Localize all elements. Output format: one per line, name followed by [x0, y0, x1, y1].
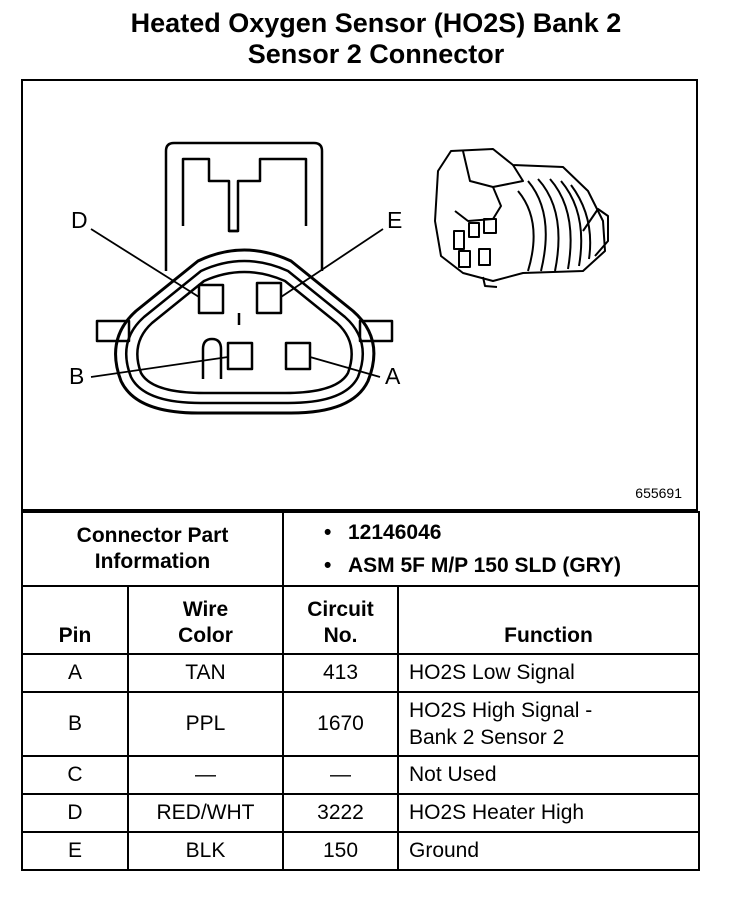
circuit-cell: 1670: [282, 691, 399, 757]
pin-cell: B: [21, 691, 129, 757]
diagram-title: Heated Oxygen Sensor (HO2S) Bank 2 Senso…: [0, 8, 752, 70]
connector-pinout-table: Connector Part Information • 12146046 • AS…: [21, 511, 700, 871]
column-header-row: Pin Wire Color Circuit No. Function: [21, 585, 700, 655]
function-cell: Ground: [397, 831, 700, 871]
table-row: A TAN 413 HO2S Low Signal: [21, 653, 700, 693]
header-circuit-line-2: No.: [323, 624, 358, 647]
pin-label-b: B: [69, 363, 85, 389]
part-info-label-line-1: Connector Part: [76, 524, 229, 547]
function-cell: Not Used: [397, 755, 700, 795]
function-cell: HO2S Low Signal: [397, 653, 700, 693]
pin-cavity-a: [284, 341, 312, 371]
latch-housing: [164, 141, 324, 271]
function-cell: HO2S Heater High: [397, 793, 700, 833]
part-number-item: • 12146046: [324, 516, 698, 549]
pin-label-d: D: [71, 207, 88, 233]
wire-color-cell: TAN: [127, 653, 284, 693]
part-numbers: • 12146046 • ASM 5F M/P 150 SLD (GRY): [282, 511, 700, 587]
left-tab: [95, 319, 131, 343]
connector-body-inner: [136, 270, 353, 395]
pin-cavity-e: [255, 281, 283, 315]
table-row: C — — Not Used: [21, 755, 700, 795]
header-circuit-line-1: Circuit: [307, 598, 374, 621]
pin-cell: E: [21, 831, 129, 871]
guide-slot: [201, 337, 223, 379]
wire-color-cell: RED/WHT: [127, 793, 284, 833]
latch-inner: [181, 157, 308, 233]
right-tab: [358, 319, 394, 343]
pin-cell: C: [21, 755, 129, 795]
title-line-1: Heated Oxygen Sensor (HO2S) Bank 2: [130, 8, 622, 38]
header-wire-color-line-1: Wire: [182, 598, 229, 621]
header-wire-color: Wire Color: [127, 585, 284, 655]
part-info-label: Connector Part Information: [21, 511, 284, 587]
wire-color-cell: —: [127, 755, 284, 795]
circuit-cell: —: [282, 755, 399, 795]
connector-figure: D E B A 655691: [21, 79, 698, 511]
function-line-1: HO2S High Signal -: [409, 699, 593, 722]
leader-e: [280, 228, 384, 298]
wire-color-cell: BLK: [127, 831, 284, 871]
part-number-text: ASM 5F M/P 150 SLD (GRY): [348, 554, 622, 577]
figure-number: 655691: [635, 485, 682, 501]
bullet: •: [324, 521, 332, 544]
header-function: Function: [397, 585, 700, 655]
pin-label-e: E: [387, 207, 403, 233]
function-line-2: Bank 2 Sensor 2: [409, 726, 565, 749]
connector-body-mid: [124, 259, 365, 405]
part-number-text: 12146046: [348, 521, 442, 544]
part-info-label-line-2: Information: [94, 550, 211, 573]
header-circuit: Circuit No.: [282, 585, 399, 655]
header-wire-color-line-2: Color: [178, 624, 233, 647]
leader-b: [90, 356, 229, 378]
connector-face-drawing: [90, 141, 609, 415]
pin-cell: A: [21, 653, 129, 693]
circuit-cell: 413: [282, 653, 399, 693]
part-info-row: Connector Part Information • 12146046 • AS…: [21, 511, 700, 587]
part-number-item: • ASM 5F M/P 150 SLD (GRY): [324, 549, 698, 582]
function-cell: HO2S High Signal - Bank 2 Sensor 2: [397, 691, 700, 757]
leader-d: [90, 228, 200, 298]
circuit-cell: 3222: [282, 793, 399, 833]
pin-cell: D: [21, 793, 129, 833]
header-pin: Pin: [21, 585, 129, 655]
title-line-2: Sensor 2 Connector: [247, 39, 505, 69]
table-row: B PPL 1670 HO2S High Signal - Bank 2 Sen…: [21, 691, 700, 757]
bullet: •: [324, 554, 332, 577]
pin-cavity-b: [226, 341, 254, 371]
wire-color-cell: PPL: [127, 691, 284, 757]
table-row: D RED/WHT 3222 HO2S Heater High: [21, 793, 700, 833]
table-row: E BLK 150 Ground: [21, 831, 700, 871]
pin-label-a: A: [385, 363, 401, 389]
circuit-cell: 150: [282, 831, 399, 871]
leader-a: [309, 356, 381, 378]
pin-cavity-d: [197, 283, 225, 315]
connector-3d-view: [434, 148, 609, 288]
connector-body-outer: [114, 248, 376, 415]
